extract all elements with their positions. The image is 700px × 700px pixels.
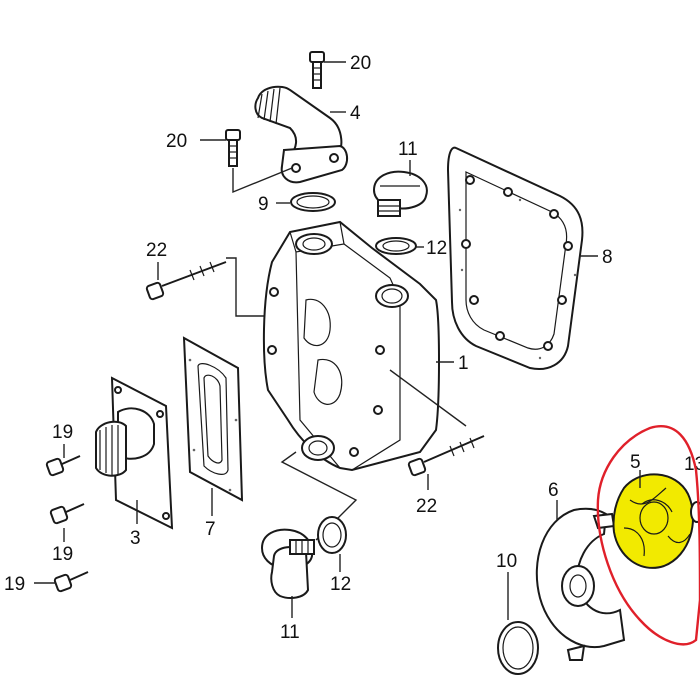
callout-20-left: 20 <box>166 131 187 152</box>
cover-gasket-part-8 <box>446 146 598 370</box>
oring-part-10 <box>497 572 539 675</box>
callout-3: 3 <box>130 528 141 549</box>
volute-case-part-6 <box>535 500 626 661</box>
washer-part-12-bottom <box>317 516 347 572</box>
bolt-part-19-a <box>45 444 81 477</box>
callout-19-c: 19 <box>4 574 25 595</box>
callout-20-top: 20 <box>350 53 371 74</box>
callout-22-bottom: 22 <box>416 496 437 517</box>
plug-part-11-bottom <box>260 528 315 618</box>
callout-6: 6 <box>548 480 559 501</box>
callout-12-top: 12 <box>426 238 447 259</box>
callout-9: 9 <box>258 194 269 215</box>
callout-11-bottom: 11 <box>280 622 300 643</box>
callout-19-b: 19 <box>52 544 73 565</box>
impeller-part-5 <box>612 470 695 569</box>
callout-1: 1 <box>458 353 469 374</box>
callout-7: 7 <box>205 519 216 540</box>
long-bolt-part-22-top <box>145 257 272 317</box>
callout-4: 4 <box>350 103 361 124</box>
callout-10: 10 <box>496 551 517 572</box>
long-bolt-part-22-bottom <box>407 435 485 490</box>
elbow-part-4 <box>254 85 348 184</box>
impeller-highlight <box>612 473 695 569</box>
callout-22-top: 22 <box>146 240 167 261</box>
callout-5: 5 <box>630 452 641 473</box>
callout-11-top: 11 <box>398 139 418 160</box>
pump-casing-part-1 <box>262 220 467 472</box>
gasket-part-9 <box>276 192 336 212</box>
bolt-part-20-top <box>309 51 346 89</box>
callout-8: 8 <box>602 247 613 268</box>
bolt-part-20-left <box>200 129 293 194</box>
inlet-flange-part-3 <box>95 376 174 530</box>
gasket-part-7 <box>182 336 244 516</box>
plug-part-11-top <box>372 160 428 217</box>
red-circle-annotation <box>596 425 700 646</box>
bolt-part-19-c <box>34 571 89 593</box>
callout-12-bottom: 12 <box>330 574 351 595</box>
bolt-part-19-b <box>49 503 85 542</box>
callout-19-a: 19 <box>52 422 73 443</box>
washer-part-12-top <box>375 237 424 255</box>
